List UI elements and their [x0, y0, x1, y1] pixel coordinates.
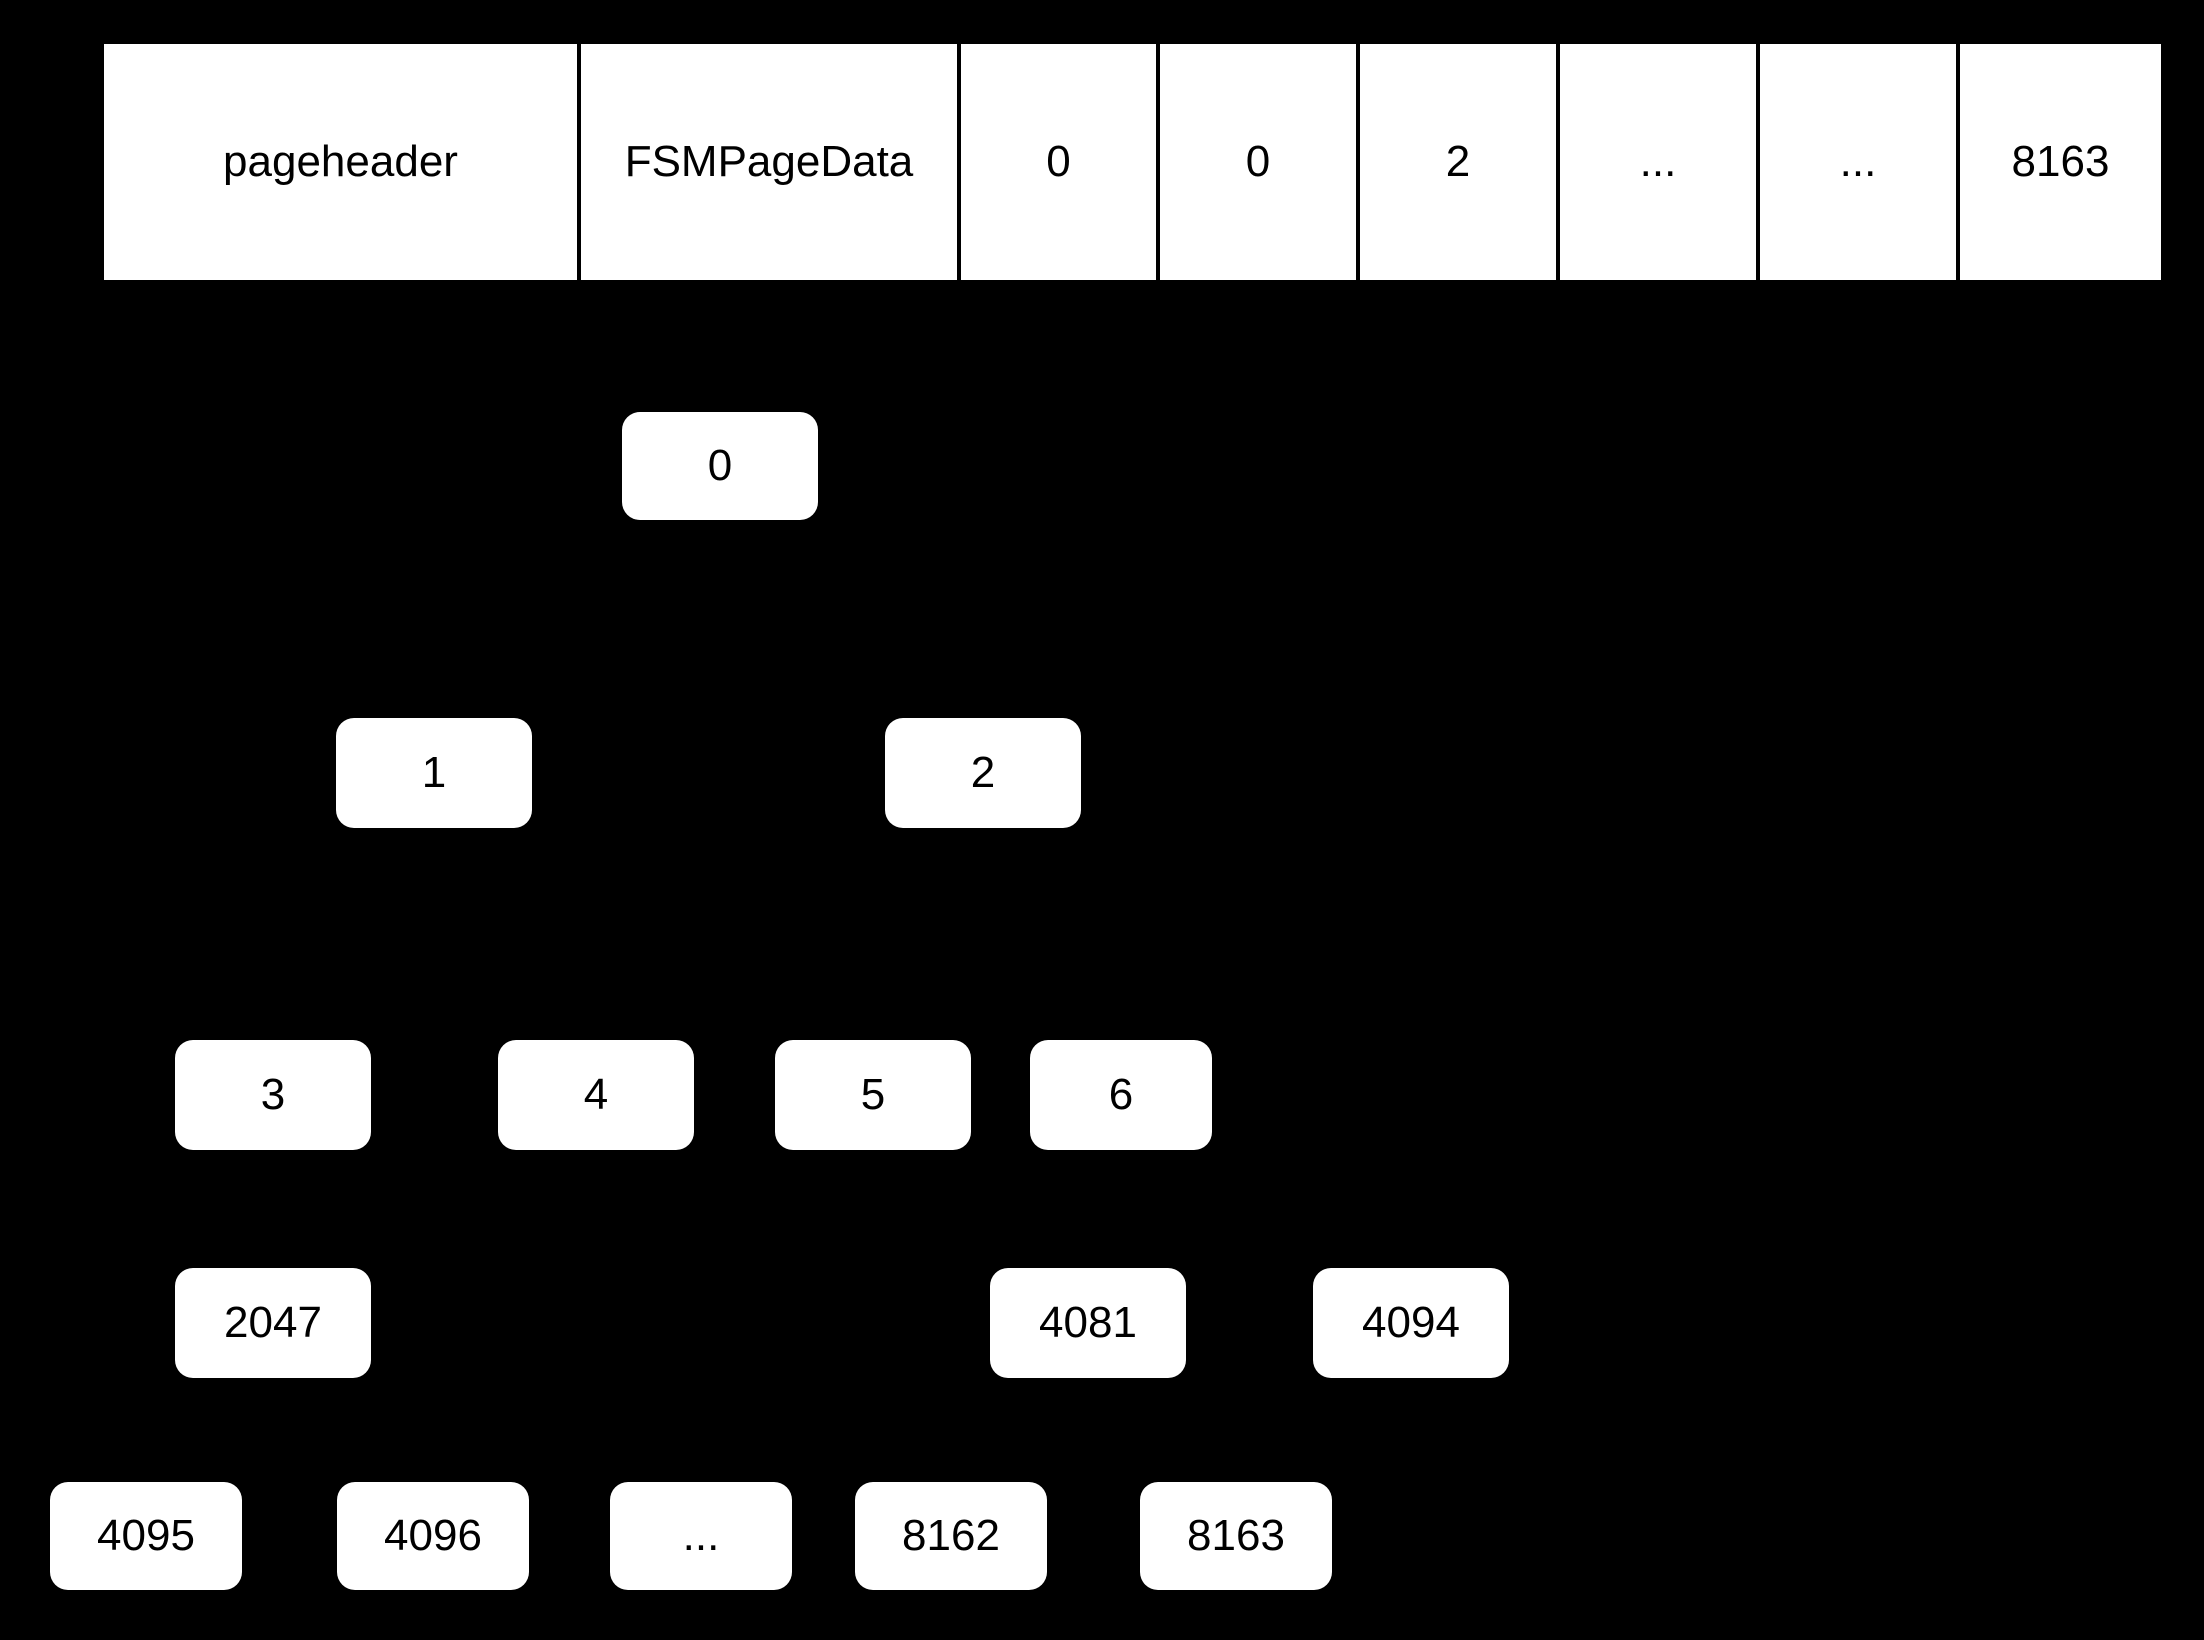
page-table-cell: 2	[1360, 44, 1560, 280]
tree-node[interactable]: 4	[498, 1040, 694, 1150]
page-table-cell: pageheader	[104, 44, 581, 280]
tree-node[interactable]: 4096	[337, 1482, 529, 1590]
tree-node[interactable]: 4094	[1313, 1268, 1509, 1378]
tree-node-label: 4096	[384, 1511, 482, 1560]
tree-node[interactable]: 2047	[175, 1268, 371, 1378]
tree-node[interactable]: 4095	[50, 1482, 242, 1590]
tree-node-label: 4081	[1039, 1298, 1137, 1347]
tree-node-label: ...	[682, 1511, 720, 1560]
page-table-cell: 8163	[1960, 44, 2161, 280]
tree-node[interactable]: 2	[885, 718, 1081, 828]
tree-node[interactable]: 5	[775, 1040, 971, 1150]
tree-node-label: 6	[1108, 1070, 1134, 1119]
tree-node[interactable]: ...	[610, 1482, 792, 1590]
tree-node-label: 3	[260, 1070, 286, 1119]
tree-node-label: 4095	[97, 1511, 195, 1560]
tree-node-label: 2	[970, 748, 996, 797]
tree-node-label: 0	[707, 441, 733, 490]
tree-node[interactable]: 6	[1030, 1040, 1212, 1150]
page-table-cell: FSMPageData	[581, 44, 961, 280]
tree-node-label: 4	[583, 1070, 609, 1119]
page-table-cell: ...	[1560, 44, 1760, 280]
page-table-cell: 0	[961, 44, 1160, 280]
tree-node-label: 8162	[902, 1511, 1000, 1560]
tree-node-label: 8163	[1187, 1511, 1285, 1560]
tree-node[interactable]: 3	[175, 1040, 371, 1150]
tree-node-label: 1	[421, 748, 447, 797]
tree-node-label: 5	[860, 1070, 886, 1119]
page-table-cell: 0	[1160, 44, 1360, 280]
tree-node[interactable]: 0	[622, 412, 818, 520]
tree-node[interactable]: 1	[336, 718, 532, 828]
page-table-cell: ...	[1760, 44, 1960, 280]
tree-node[interactable]: 4081	[990, 1268, 1186, 1378]
tree-node[interactable]: 8163	[1140, 1482, 1332, 1590]
tree-node-label: 2047	[224, 1298, 322, 1347]
tree-node[interactable]: 8162	[855, 1482, 1047, 1590]
tree-node-label: 4094	[1362, 1298, 1460, 1347]
